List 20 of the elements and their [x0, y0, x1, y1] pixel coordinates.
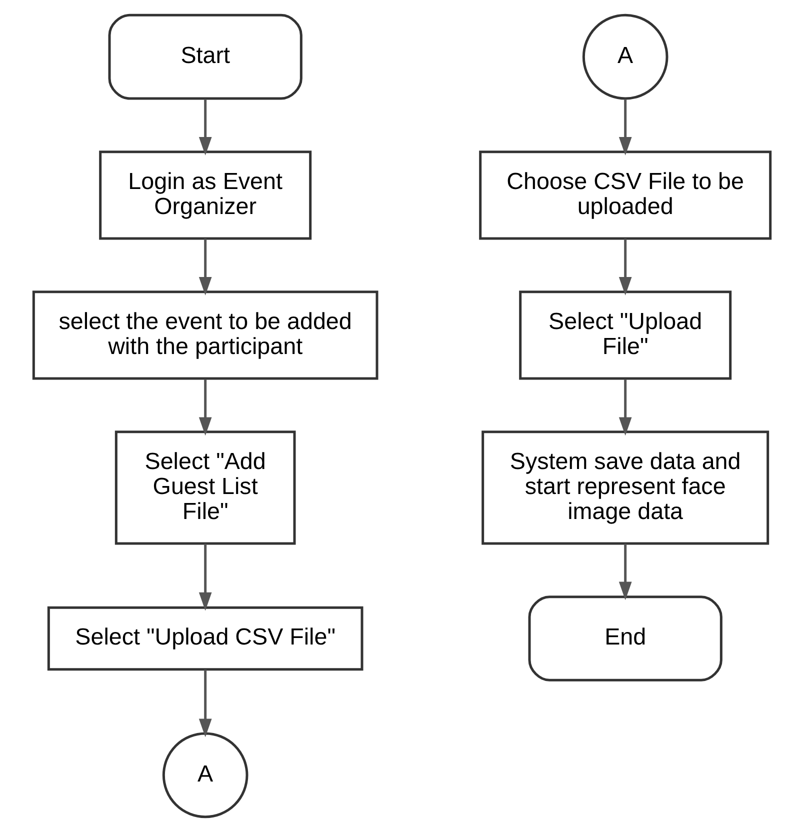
- arrow: [198, 544, 212, 611]
- arrow: [618, 99, 632, 156]
- node-box: System save data and start represent face image data: [481, 430, 769, 545]
- node-box: Select "Upload File": [518, 290, 732, 380]
- node-box: Select "Add Guest List File": [114, 430, 296, 545]
- arrow: [618, 544, 632, 600]
- arrow: [618, 238, 632, 296]
- node-box: select the event to be added with the participant: [32, 290, 378, 380]
- node-circle: A: [162, 732, 248, 818]
- node-box: Login as Event Organizer: [98, 150, 312, 240]
- node-circle: A: [582, 14, 668, 100]
- node-box: Choose CSV File to be uploaded: [478, 150, 772, 240]
- arrow: [198, 379, 212, 436]
- arrow: [618, 379, 632, 436]
- node-box: Select "Upload CSV File": [46, 606, 363, 671]
- node-box: End: [528, 596, 722, 682]
- arrow: [198, 670, 212, 738]
- arrow: [198, 99, 212, 156]
- arrow: [198, 238, 212, 296]
- node-box: Start: [108, 14, 302, 100]
